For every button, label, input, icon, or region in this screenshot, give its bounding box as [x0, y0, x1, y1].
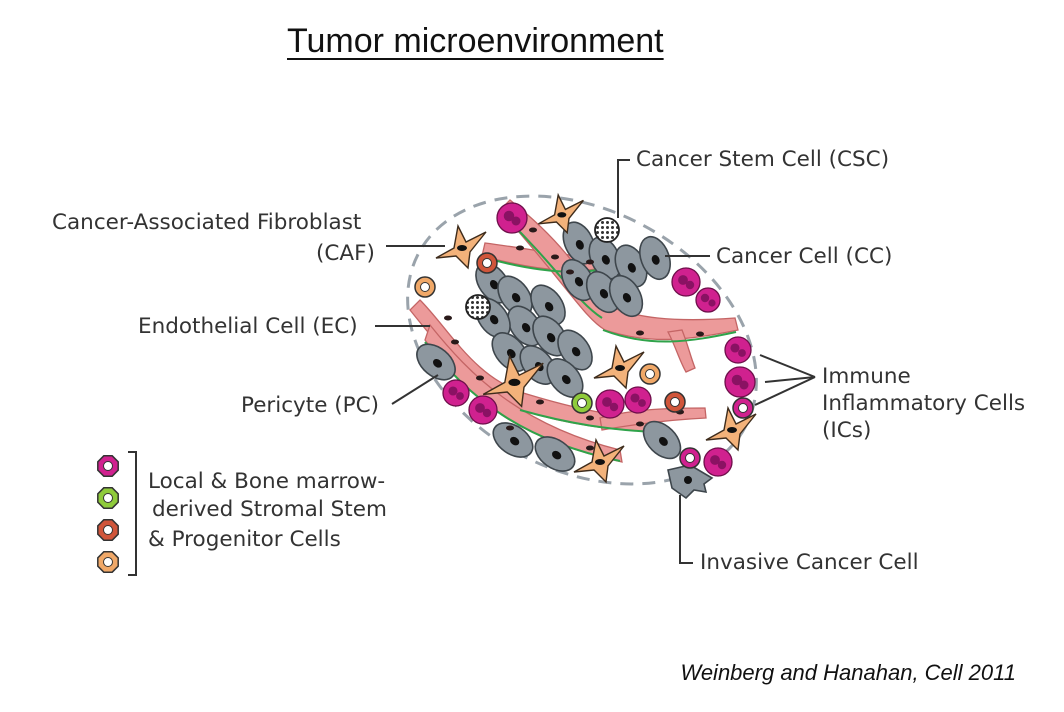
endothelial-nucleus: [586, 445, 594, 451]
progenitor-cell: [679, 447, 701, 469]
progenitor-cell: [571, 392, 593, 414]
fibroblast-caf: [573, 437, 625, 484]
leader-line-pc: [391, 374, 439, 405]
endothelial-nucleus: [551, 254, 559, 260]
cancer-cell: [608, 274, 644, 318]
label-csc: Cancer Stem Cell (CSC): [636, 147, 890, 172]
legend-swatches: [97, 455, 119, 573]
endothelial-nucleus: [696, 331, 704, 337]
citation: Weinberg and Hanahan, Cell 2011: [680, 660, 1016, 685]
immune-cell: [671, 267, 701, 297]
leader-line-ic-1: [759, 354, 816, 378]
leader-line-ic-3: [754, 376, 816, 406]
immune-cell: [724, 336, 752, 364]
cancer-cell: [530, 284, 566, 326]
endothelial-nucleus: [516, 245, 524, 251]
progenitor-cell: [476, 252, 498, 274]
cancer-cell: [557, 329, 593, 371]
legend-line3: & Progenitor Cells: [148, 527, 341, 552]
immune-cell: [624, 386, 652, 414]
legend-line2: derived Stromal Stem: [152, 497, 387, 522]
fibroblast-caf: [482, 353, 544, 408]
progenitor-cell: [414, 276, 436, 298]
endothelial-nucleus: [636, 421, 644, 427]
cancer-cell: [492, 422, 534, 458]
pericyte: [519, 409, 657, 433]
label-ic-line3: (ICs): [822, 418, 872, 443]
label-pc: Pericyte (PC): [241, 393, 380, 418]
endothelial-nucleus: [506, 425, 514, 431]
legend-line1: Local & Bone marrow-: [148, 469, 386, 494]
legend-swatch: [97, 455, 119, 477]
cancer-cell: [639, 235, 671, 281]
cancer-stem-cell: [465, 294, 491, 320]
fibroblast-caf: [435, 223, 487, 270]
label-ic-line2: Inflammatory Cells: [822, 391, 1026, 416]
page-title: Tumor microenvironment: [287, 22, 664, 60]
label-caf-line1: Cancer-Associated Fibroblast: [52, 210, 362, 235]
endothelial-nucleus: [444, 315, 452, 321]
label-invasive: Invasive Cancer Cell: [700, 550, 919, 575]
immune-cell: [703, 447, 733, 477]
label-ec: Endothelial Cell (EC): [138, 314, 358, 339]
cancer-cell: [642, 420, 682, 460]
endothelial-nucleus: [636, 330, 644, 336]
fibroblast-caf: [705, 405, 757, 452]
immune-cell: [442, 379, 470, 407]
legend-swatch: [97, 551, 119, 573]
cancer-cell: [416, 343, 456, 381]
leader-line-csc: [617, 159, 630, 218]
immune-cell: [724, 366, 756, 398]
immune-cell: [595, 389, 625, 419]
legend-swatch: [97, 519, 119, 541]
immune-cell: [496, 202, 528, 234]
immune-cell: [468, 395, 498, 425]
leader-line-invasive: [679, 495, 693, 564]
fibroblast-caf: [593, 343, 645, 390]
cancer-stem-cell: [594, 217, 620, 243]
cancer-cell: [562, 221, 596, 265]
legend-swatch: [97, 487, 119, 509]
progenitor-cell: [732, 397, 754, 419]
leader-line-ic-2: [764, 376, 816, 383]
cancer-cell: [534, 436, 576, 472]
label-cc: Cancer Cell (CC): [716, 244, 893, 269]
label-caf-line2: (CAF): [316, 241, 375, 266]
endothelial-nucleus: [586, 415, 594, 421]
label-ic-line1: Immune: [822, 364, 911, 389]
endothelial-nucleus: [586, 259, 594, 265]
fibroblast-caf: [538, 192, 584, 235]
progenitor-cell: [639, 363, 661, 385]
endothelial-nucleus: [529, 227, 537, 233]
immune-cell: [695, 287, 721, 313]
leader-lines: [128, 159, 816, 576]
progenitor-cell: [664, 391, 686, 413]
endothelial-nucleus: [451, 339, 459, 345]
endothelial-nucleus: [566, 269, 574, 275]
legend-bracket: [128, 451, 137, 576]
pericyte: [602, 329, 737, 343]
cancer-cell: [497, 275, 533, 317]
endothelial-nucleus: [476, 375, 484, 381]
invasive-cancer-cell: [667, 464, 714, 500]
endothelial-nucleus: [536, 399, 544, 405]
